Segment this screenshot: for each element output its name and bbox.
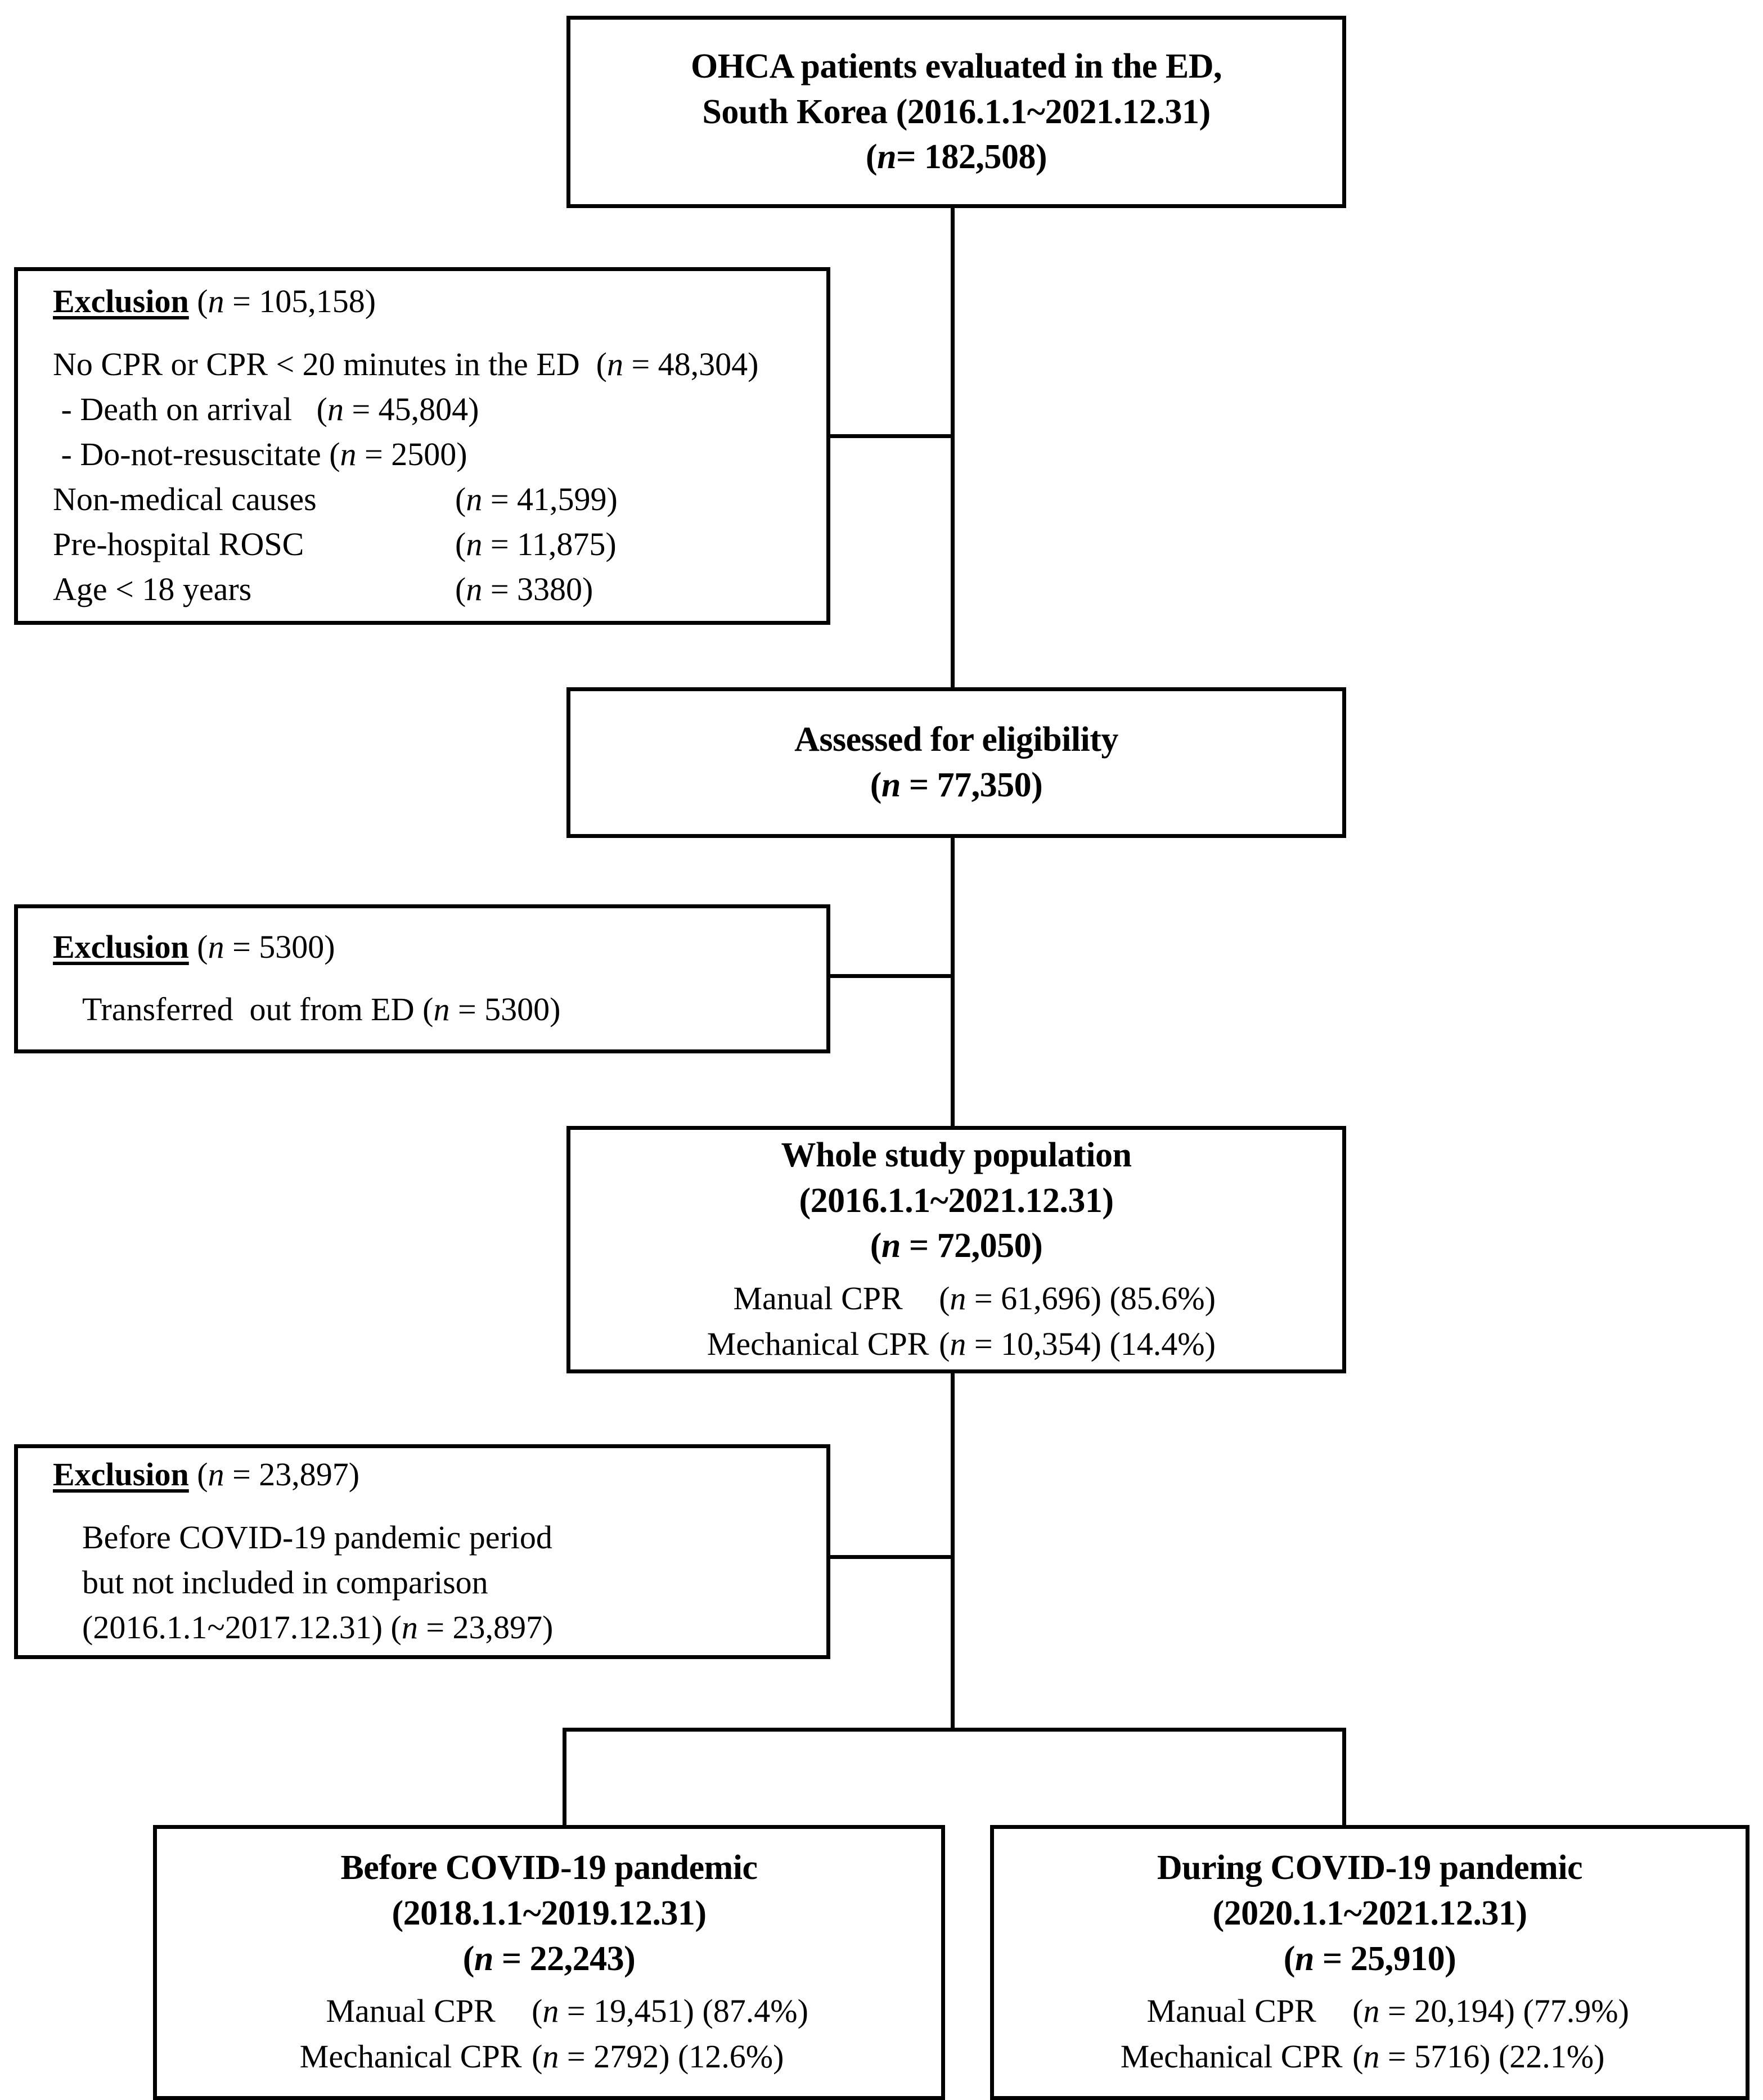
exclusion-1-row: Pre-hospital ROSC (n = 11,875): [53, 522, 826, 567]
box-exclusion-3: Exclusion (n = 23,897) Before COVID-19 p…: [14, 1444, 830, 1659]
box-ohca-count-value: = 182,508: [896, 138, 1036, 177]
exclusion-1-row-value: (n = 11,875): [455, 525, 617, 562]
exclusion-3-heading-word: Exclusion: [53, 1456, 189, 1493]
box-before-count: (n = 22,243): [462, 1939, 636, 1978]
cpr-row: Mechanical CPR (n = 10,354) (14.4%): [697, 1321, 1216, 1367]
exclusion-1-sub-item-2: - Do-not-resuscitate (n = 2500): [53, 435, 467, 472]
box-during-pandemic: During COVID-19 pandemic (2020.1.1~2021.…: [990, 1825, 1749, 2100]
box-population-count: (n = 72,050): [870, 1227, 1043, 1265]
box-before-cpr-rows: Manual CPR (n = 19,451) (87.4%) Mechanic…: [290, 1988, 808, 2079]
exclusion-1-heading-word: Exclusion: [53, 283, 189, 320]
exclusion-3-heading-count: (n = 23,897): [197, 1456, 360, 1493]
box-ohca-patients: OHCA patients evaluated in the ED, South…: [566, 16, 1346, 208]
cpr-row-value: (n = 19,451) (87.4%): [532, 1993, 808, 2030]
box-ohca-title-line2: South Korea (2016.1.1~2021.12.31): [702, 92, 1211, 131]
box-before-title: Before COVID-19 pandemic: [340, 1849, 758, 1887]
exclusion-3-heading: Exclusion (n = 23,897): [53, 1453, 826, 1495]
exclusion-1-heading-count: (n = 105,158): [197, 283, 376, 320]
box-during-period: (2020.1.1~2021.12.31): [1212, 1894, 1527, 1933]
exclusion-3-line-2: but not included in comparison: [82, 1563, 488, 1601]
box-before-pandemic: Before COVID-19 pandemic (2018.1.1~2019.…: [153, 1825, 945, 2100]
box-ohca-title-line1: OHCA patients evaluated in the ED,: [690, 47, 1222, 86]
cpr-row: Manual CPR (n = 19,451) (87.4%): [290, 1988, 808, 2034]
exclusion-1-row-label: Non-medical causes: [53, 480, 317, 517]
box-during-cpr-rows: Manual CPR (n = 20,194) (77.9%) Mechanic…: [1110, 1988, 1629, 2079]
box-population-period: (2016.1.1~2021.12.31): [799, 1181, 1114, 1220]
connector-top-to-eligibility: [951, 208, 955, 690]
exclusion-1-row: Non-medical causes (n = 41,599): [53, 477, 826, 522]
exclusion-2-heading: Exclusion (n = 5300): [53, 926, 826, 968]
connector-split-right-drop: [1342, 1728, 1346, 1827]
box-assessed-eligibility: Assessed for eligibility (n = 77,350): [566, 687, 1346, 838]
cpr-row-value: (n = 5716) (22.1%): [1352, 2038, 1605, 2075]
cpr-row-label: Manual CPR: [733, 1279, 903, 1317]
connector-exclusion-2-stub: [826, 974, 955, 978]
exclusion-1-row-label: Pre-hospital ROSC: [53, 525, 304, 562]
exclusion-2-heading-word: Exclusion: [53, 928, 189, 965]
box-exclusion-1: Exclusion (n = 105,158) No CPR or CPR < …: [14, 267, 830, 625]
box-during-title: During COVID-19 pandemic: [1157, 1849, 1583, 1887]
box-population-cpr-rows: Manual CPR (n = 61,696) (85.6%) Mechanic…: [697, 1276, 1216, 1367]
exclusion-1-row: Age < 18 years (n = 3380): [53, 567, 826, 612]
box-before-period: (2018.1.1~2019.12.31): [392, 1894, 707, 1933]
exclusion-1-row-label: Age < 18 years: [53, 570, 252, 607]
cpr-row-value: (n = 61,696) (85.6%): [939, 1279, 1216, 1317]
cpr-row: Mechanical CPR (n = 2792) (12.6%): [290, 2034, 784, 2079]
exclusion-1-row-value: (n = 3380): [455, 570, 593, 607]
connector-exclusion-3-stub: [826, 1555, 955, 1559]
connector-population-to-split: [951, 1371, 955, 1731]
box-during-count: (n = 25,910): [1283, 1939, 1456, 1978]
cpr-row-value: (n = 2792) (12.6%): [532, 2038, 784, 2075]
exclusion-1-rows: Non-medical causes (n = 41,599) Pre-hosp…: [53, 477, 826, 612]
cpr-row-label: Mechanical CPR: [1120, 2038, 1343, 2075]
exclusion-2-line: Transferred out from ED (n = 5300): [82, 991, 561, 1028]
cpr-row-value: (n = 20,194) (77.9%): [1352, 1993, 1629, 2030]
box-population-title: Whole study population: [781, 1135, 1132, 1174]
box-whole-study-population: Whole study population (2016.1.1~2021.12…: [566, 1126, 1346, 1373]
connector-split-left-drop: [563, 1728, 566, 1827]
cpr-row-label: Manual CPR: [1146, 1993, 1316, 2030]
exclusion-2-heading-count: (n = 5300): [197, 928, 335, 965]
exclusion-1-main-line: No CPR or CPR < 20 minutes in the ED (n …: [53, 345, 759, 382]
cpr-row-label: Mechanical CPR: [299, 2038, 522, 2075]
connector-eligibility-to-population: [951, 836, 955, 1129]
cpr-row-value: (n = 10,354) (14.4%): [939, 1325, 1216, 1362]
cpr-row: Manual CPR (n = 61,696) (85.6%): [697, 1276, 1216, 1321]
connector-exclusion-1-stub: [826, 434, 955, 438]
box-ohca-count: (n= 182,508): [865, 138, 1047, 177]
exclusion-3-line-1: Before COVID-19 pandemic period: [82, 1518, 552, 1556]
exclusion-1-sub-item-1: - Death on arrival (n = 45,804): [53, 390, 479, 427]
cpr-row-label: Manual CPR: [326, 1993, 496, 2030]
connector-split-bar: [563, 1728, 1346, 1732]
exclusion-1-row-value: (n = 41,599): [455, 480, 618, 517]
exclusion-3-line-3: (2016.1.1~2017.12.31) (n = 23,897): [82, 1608, 554, 1646]
box-eligibility-count: (n = 77,350): [870, 766, 1043, 804]
box-eligibility-title: Assessed for eligibility: [794, 720, 1118, 759]
cpr-row: Manual CPR (n = 20,194) (77.9%): [1110, 1988, 1629, 2034]
exclusion-1-heading: Exclusion (n = 105,158): [53, 280, 826, 322]
box-exclusion-2: Exclusion (n = 5300) Transferred out fro…: [14, 904, 830, 1053]
cpr-row: Mechanical CPR (n = 5716) (22.1%): [1110, 2034, 1605, 2079]
cpr-row-label: Mechanical CPR: [707, 1325, 929, 1362]
